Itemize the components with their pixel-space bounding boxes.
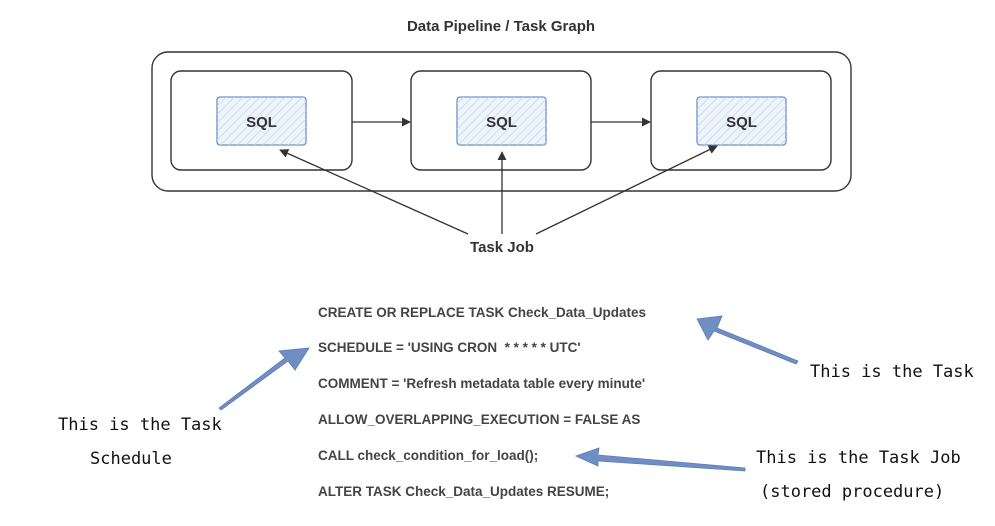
- task-job-label: Task Job: [470, 239, 534, 256]
- code-line-call: CALL check_condition_for_load();: [318, 448, 538, 463]
- callout-arrow-schedule: [218, 347, 310, 411]
- sql-node-2-label: SQL: [486, 114, 517, 131]
- annotation-job-line2: (stored procedure): [760, 482, 944, 502]
- code-line-comment: COMMENT = 'Refresh metadata table every …: [318, 376, 645, 391]
- annotation-job-line1: This is the Task Job: [756, 448, 961, 468]
- task-job-arrow-left: [279, 149, 469, 235]
- code-line-schedule: SCHEDULE = 'USING CRON * * * * * UTC': [318, 340, 581, 355]
- code-line-create: CREATE OR REPLACE TASK Check_Data_Update…: [318, 305, 646, 320]
- sql-node-3-label: SQL: [726, 114, 757, 131]
- task-box-1: [170, 70, 353, 171]
- sql-node-1-label: SQL: [246, 114, 277, 131]
- code-block: CREATE OR REPLACE TASK Check_Data_Update…: [318, 305, 646, 499]
- code-line-alter: ALTER TASK Check_Data_Updates RESUME;: [318, 484, 609, 499]
- sql-node-2: SQL: [456, 96, 547, 146]
- annotation-task: This is the Task: [810, 362, 974, 382]
- diagram-title: Data Pipeline / Task Graph: [407, 18, 595, 35]
- task-job-arrow-right: [535, 145, 718, 235]
- annotation-schedule-line2: Schedule: [90, 449, 172, 469]
- code-line-allow-overlap: ALLOW_OVERLAPPING_EXECUTION = FALSE AS: [318, 412, 640, 427]
- sql-node-3: SQL: [696, 96, 787, 146]
- task-box-3: [650, 70, 832, 171]
- callout-arrow-job: [574, 447, 746, 472]
- annotation-schedule-line1: This is the Task: [58, 415, 222, 435]
- sql-node-1: SQL: [216, 96, 307, 146]
- task-box-2: [410, 70, 592, 171]
- callout-arrow-task: [696, 315, 799, 365]
